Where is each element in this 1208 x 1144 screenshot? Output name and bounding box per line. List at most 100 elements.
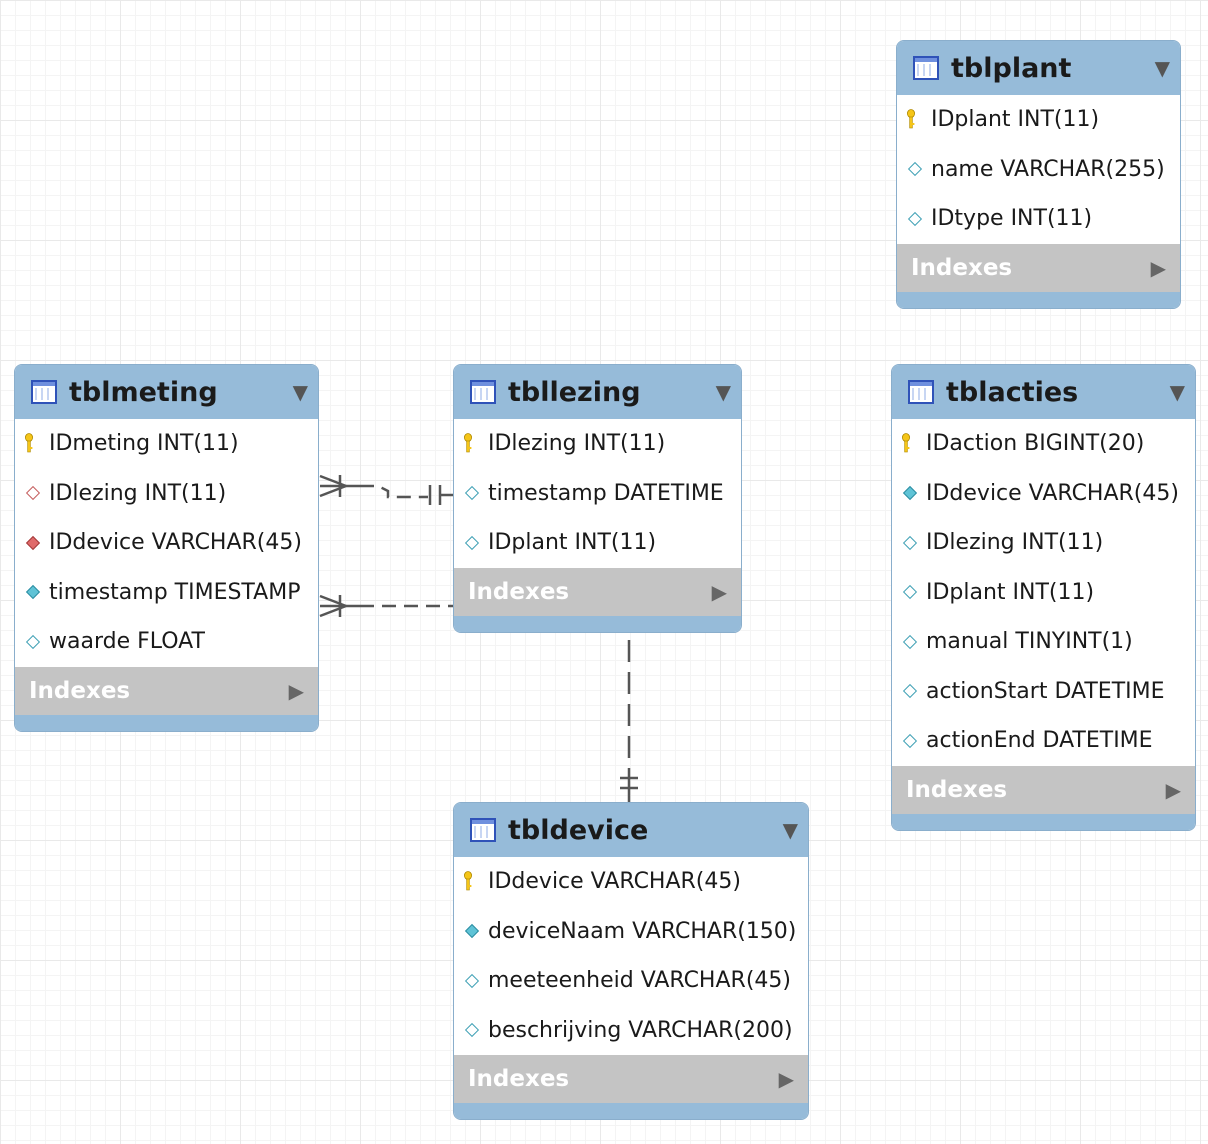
diamond-icon [464,1023,482,1038]
table-icon [470,380,496,404]
relationship-lezing-device[interactable] [620,640,638,802]
column-row[interactable]: beschrijving VARCHAR(200) [454,1006,808,1056]
diamond-icon [907,162,925,177]
diamond-icon [907,211,925,226]
column-row[interactable]: IDmeting INT(11) [15,419,318,469]
column-label: timestamp TIMESTAMP [49,579,301,605]
entity-tblacties[interactable]: tblacties ▼ IDaction BIGINT(20)IDdevice VA… [891,364,1196,831]
chevron-down-icon[interactable]: ▼ [715,380,731,404]
indexes-label: Indexes [29,677,131,704]
indexes-section[interactable]: Indexes ▶ [897,243,1180,292]
indexes-label: Indexes [468,1066,570,1092]
column-row[interactable]: timestamp DATETIME [454,469,741,519]
crowsfoot-upper [319,474,347,488]
entity-footer [454,615,741,632]
chevron-down-icon[interactable]: ▼ [1154,56,1170,80]
column-row[interactable]: IDdevice VARCHAR(45) [454,857,808,907]
column-label: manual TINYINT(1) [926,629,1133,655]
column-label: meeteenheid VARCHAR(45) [488,968,791,994]
indexes-section[interactable]: Indexes ▶ [15,666,318,715]
column-row[interactable]: IDdevice VARCHAR(45) [15,518,318,568]
entity-footer [897,291,1180,308]
indexes-section[interactable]: Indexes▶ [454,567,741,616]
indexes-section[interactable]: Indexes ▶ [892,765,1195,814]
table-icon [31,380,57,404]
column-row[interactable]: name VARCHAR(255) [897,145,1180,195]
crowsfoot-lower [319,604,347,618]
entity-header[interactable]: tblacties ▼ [892,365,1195,419]
entity-tblplant[interactable]: tblplant▼ IDplant INT(11) name VARCHAR(255… [896,40,1181,309]
key-icon [464,432,482,455]
entity-title: tblacties [946,376,1079,408]
column-row[interactable]: IDplant INT(11) [454,518,741,568]
column-row[interactable]: waarde FLOAT [15,617,318,667]
column-row[interactable]: IDlezing INT(11) [892,518,1195,568]
entity-title: tbldevice [508,814,649,846]
indexes-label: Indexes [911,254,1013,281]
column-label: IDlezing INT(11) [49,480,227,506]
diamond-icon [902,634,920,649]
column-row[interactable]: actionStart DATETIME [892,667,1195,717]
column-label: IDlezing INT(11) [488,431,666,457]
column-label: actionStart DATETIME [926,678,1165,704]
entity-header[interactable]: tbllezing▼ [454,365,741,419]
table-icon [913,56,939,80]
column-label: IDplant INT(11) [488,530,657,556]
chevron-right-icon[interactable]: ▶ [778,1067,794,1091]
crowsfoot-upper [319,594,347,608]
diamond-icon [464,535,482,550]
indexes-label: Indexes [906,776,1008,803]
key-icon [902,432,920,455]
column-row[interactable]: timestamp TIMESTAMP [15,568,318,618]
entity-tbllezing[interactable]: tbllezing▼ IDlezing INT(11) timestamp DATE… [453,364,742,633]
column-label: timestamp DATETIME [488,480,724,506]
chevron-down-icon[interactable]: ▼ [1169,380,1185,404]
key-icon [25,432,43,455]
diamond-icon [464,924,482,939]
column-row[interactable]: deviceNaam VARCHAR(150) [454,907,808,957]
chevron-right-icon[interactable]: ▶ [1150,255,1166,280]
column-label: IDdevice VARCHAR(45) [488,869,741,895]
diamond-icon [25,585,43,600]
column-row[interactable]: meeteenheid VARCHAR(45) [454,956,808,1006]
column-row[interactable]: actionEnd DATETIME [892,716,1195,766]
column-row[interactable]: IDlezing INT(11) [454,419,741,469]
diamond-icon [902,486,920,501]
column-row[interactable]: IDlezing INT(11) [15,469,318,519]
column-label: IDplant INT(11) [926,579,1095,605]
column-label: IDplant INT(11) [931,107,1100,133]
entity-tbldevice[interactable]: tbldevice ▼ IDdevice VARCHAR(45) deviceNaam… [453,802,809,1120]
diamond-icon [25,634,43,649]
chevron-right-icon[interactable]: ▶ [1165,777,1181,802]
entity-header[interactable]: tblmeting ▼ [15,365,318,419]
table-icon [470,818,496,842]
entity-footer [454,1103,808,1119]
indexes-section[interactable]: Indexes ▶ [454,1055,808,1103]
column-row[interactable]: IDtype INT(11) [897,194,1180,244]
column-label: deviceNaam VARCHAR(150) [488,918,797,944]
entity-title: tblmeting [69,376,218,408]
crowsfoot-lower [319,484,347,498]
chevron-right-icon[interactable]: ▶ [711,579,727,604]
column-row[interactable]: manual TINYINT(1) [892,617,1195,667]
entity-footer [15,714,318,731]
column-row[interactable]: IDplant INT(11) [892,568,1195,618]
column-row[interactable]: IDplant INT(11) [897,95,1180,145]
column-label: waarde FLOAT [49,629,205,655]
diamond-icon [902,535,920,550]
column-label: name VARCHAR(255) [931,156,1165,182]
entity-header[interactable]: tbldevice ▼ [454,803,808,857]
entity-header[interactable]: tblplant▼ [897,41,1180,95]
column-row[interactable]: IDdevice VARCHAR(45) [892,469,1195,519]
key-icon [907,108,925,131]
column-row[interactable]: IDaction BIGINT(20) [892,419,1195,469]
diamond-icon [902,585,920,600]
chevron-down-icon[interactable]: ▼ [782,818,798,842]
chevron-down-icon[interactable]: ▼ [292,380,308,404]
column-label: IDdevice VARCHAR(45) [49,530,302,556]
relationship-meting-device[interactable] [319,594,453,618]
relationship-meting-lezing[interactable] [319,474,453,505]
chevron-right-icon[interactable]: ▶ [288,678,304,703]
entity-tblmeting[interactable]: tblmeting ▼ IDmeting INT(11) IDlezing INT(1… [14,364,319,732]
